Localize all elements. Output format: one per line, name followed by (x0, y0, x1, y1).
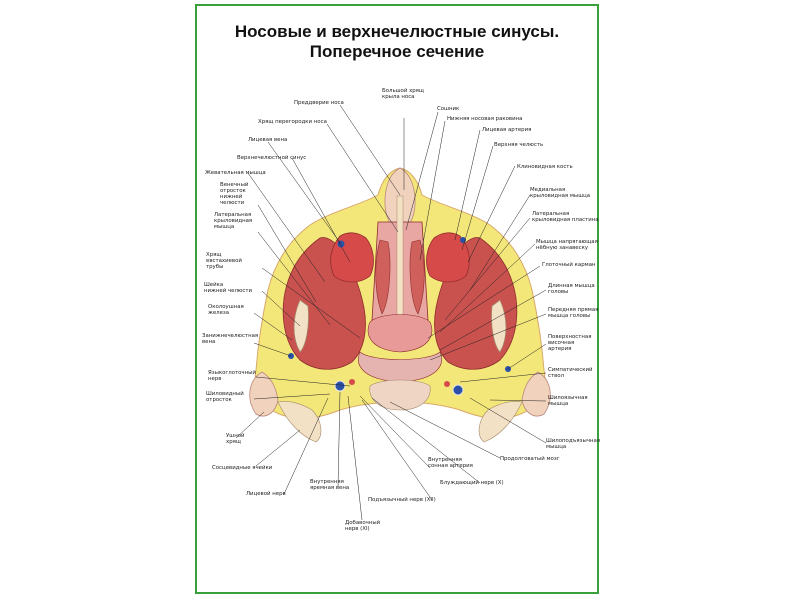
concha-right (409, 239, 425, 315)
label-maxilla: Верхняя челюсть (494, 142, 543, 148)
mandible-right (491, 299, 507, 353)
label-septal-cartilage: Хрящ перегородки носа (258, 119, 327, 125)
label-inferior-concha: Нижняя носовая раковина (447, 116, 522, 122)
title-line-1: Носовые и верхнечелюстные синусы. (234, 22, 560, 41)
label-masseter: Жевательная мышца (205, 170, 266, 176)
carotid-left (349, 379, 355, 385)
label-medulla: Продолговатый мозг (500, 455, 560, 462)
carotid-right (444, 381, 450, 387)
ear-right (521, 371, 551, 417)
label-hypoglossal: Подъязычный нерв (XII) (368, 496, 436, 503)
label-vomer: Сошник (437, 106, 460, 112)
leader-lines (235, 104, 547, 521)
internal-jugular-right (452, 384, 464, 396)
label-maxillary-sinus: Верхнечелюстной синус (237, 154, 306, 161)
maxillary-sinus-left (330, 232, 374, 283)
cross-section-illustration (249, 167, 551, 443)
concha-left (375, 239, 391, 315)
mastoid-cells-left (277, 401, 322, 443)
mastoid-cells-right (478, 401, 523, 443)
maxillary-sinus-right (426, 232, 470, 283)
nasopharynx (367, 314, 433, 353)
ear-left (249, 371, 279, 417)
prevertebral-muscles (358, 351, 442, 383)
label-facial-artery: Лицевая артерия (482, 127, 531, 133)
label-pharynx: Глоточный карман (542, 261, 596, 268)
mandible-left (293, 299, 309, 353)
label-vagus: Блуждающий нерв (X) (440, 479, 504, 486)
title-line-2: Поперечное сечение (309, 42, 485, 61)
label-facial-vein: Лицевая вена (248, 137, 287, 143)
label-vestibule: Преддверие носа (294, 100, 344, 106)
label-mastoid-cells: Сосцевидные ячейки (212, 464, 273, 471)
internal-jugular-left (334, 380, 346, 392)
label-sphenoid: Клиновидная кость (517, 164, 573, 170)
medulla (369, 379, 431, 411)
nasal-septum (396, 195, 404, 321)
label-facial-nerve: Лицевой нерв (246, 490, 286, 497)
poster-title: Носовые и верхнечелюстные синусы. Попере… (197, 22, 597, 62)
